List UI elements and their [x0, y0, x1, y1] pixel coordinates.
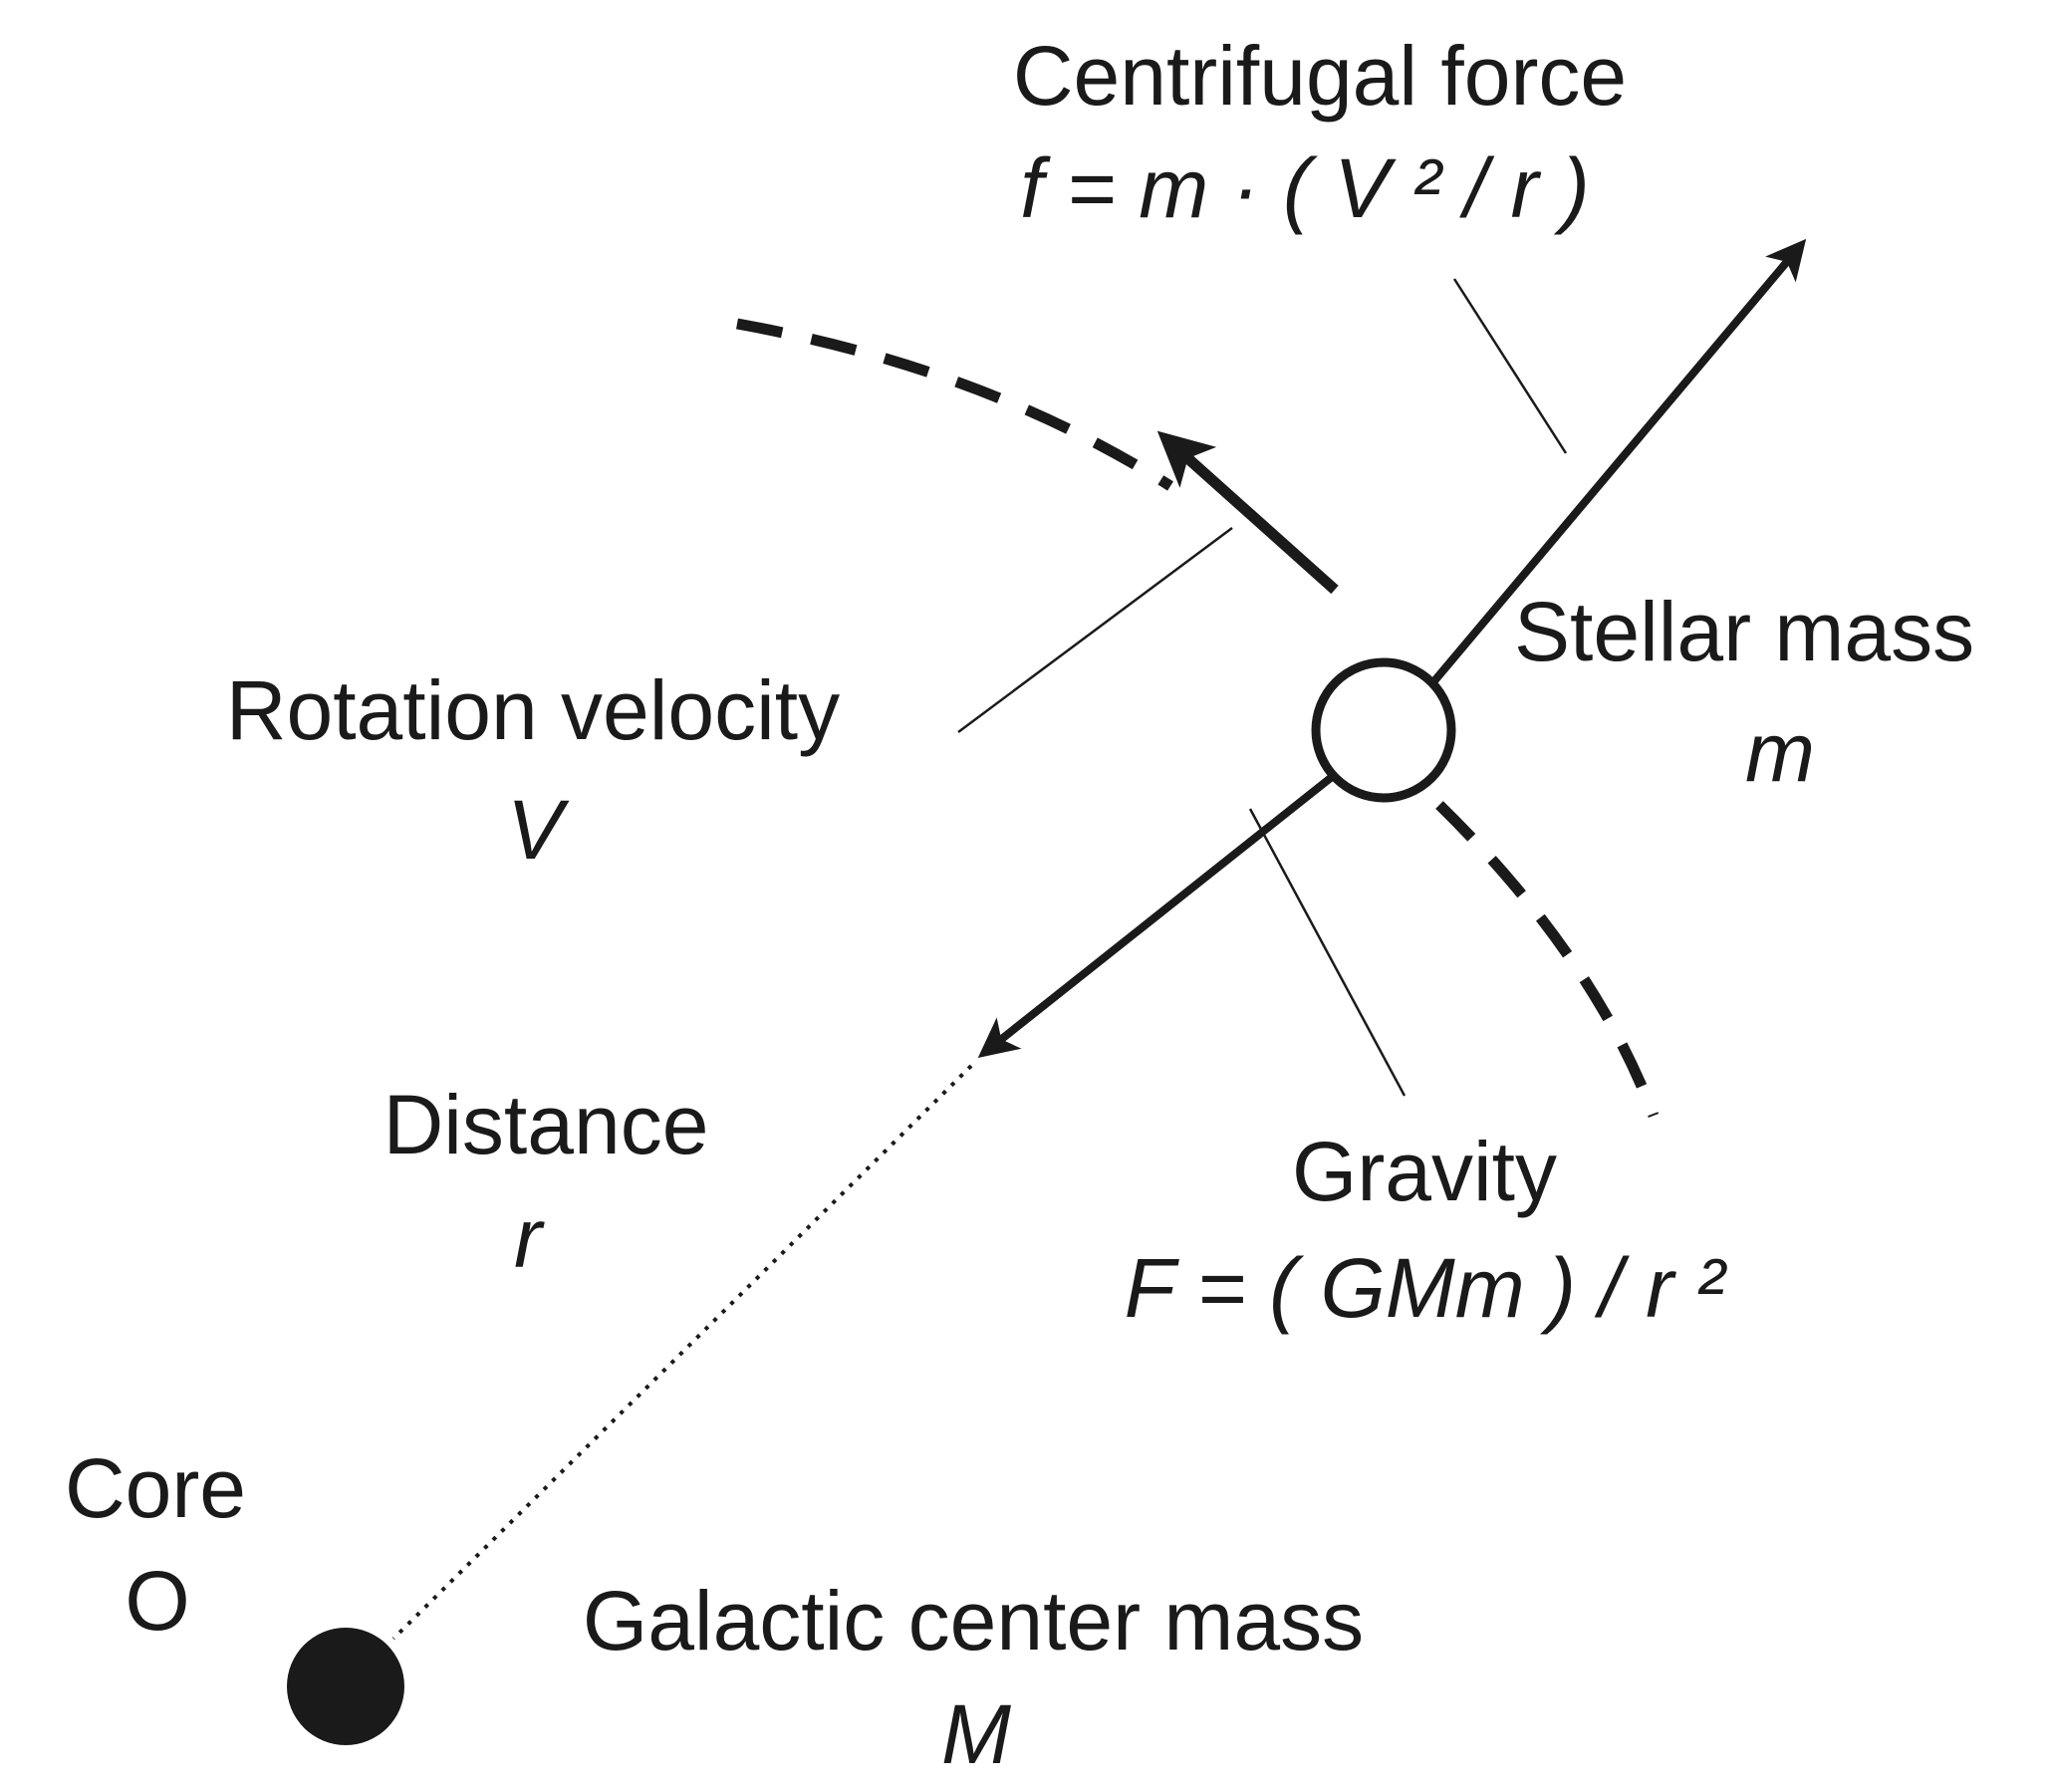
orbit-path-upper	[736, 318, 1173, 491]
rotation-velocity-symbol: V	[507, 783, 570, 877]
stellar-mass-node	[1311, 657, 1456, 803]
gravity-arrow	[977, 773, 1335, 1058]
centrifugal-force-formula: f = m · ( V ² / r )	[1020, 141, 1590, 235]
gravity-leader-line	[1248, 808, 1407, 1097]
galactic-core-node	[287, 1628, 404, 1745]
gravity-title: Gravity	[1292, 1125, 1557, 1218]
core-symbol: O	[125, 1554, 189, 1648]
rotation-velocity-title: Rotation velocity	[226, 663, 840, 757]
core-title: Core	[65, 1441, 246, 1535]
distance-title: Distance	[384, 1078, 709, 1171]
rotation-velocity-arrow	[1156, 430, 1339, 595]
distance-line	[391, 1064, 973, 1641]
stellar-mass-symbol: m	[1745, 705, 1815, 799]
distance-symbol: r	[514, 1191, 545, 1285]
galactic-center-mass-symbol: M	[941, 1687, 1011, 1781]
velocity-leader-line	[957, 526, 1233, 734]
centrifugal-leader-line	[1452, 278, 1568, 454]
stellar-mass-title: Stellar mass	[1514, 585, 1974, 678]
centrifugal-force-title: Centrifugal force	[1013, 29, 1627, 123]
centrifugal-force-arrow	[1428, 238, 1807, 686]
galactic-center-mass-title: Galactic center mass	[583, 1574, 1364, 1667]
orbit-path-lower	[1435, 801, 1660, 1118]
gravity-formula: F = ( GMm ) / r ²	[1125, 1241, 1728, 1335]
